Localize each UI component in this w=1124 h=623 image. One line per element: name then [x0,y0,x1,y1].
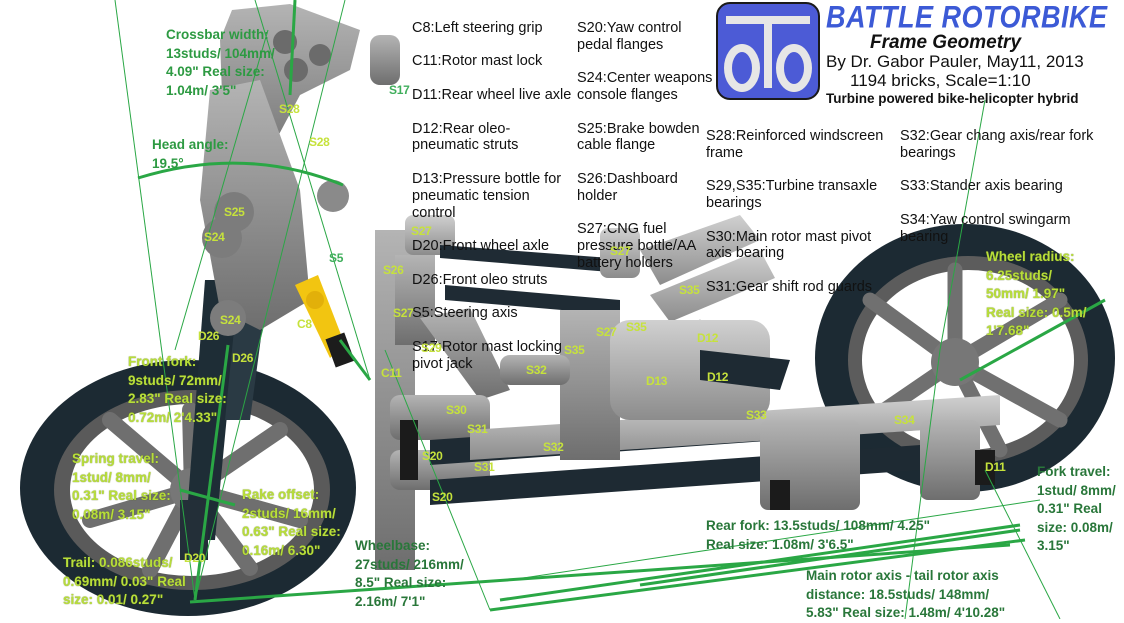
part-label-s25: S25 [224,205,245,219]
part-label-s28: S28 [309,135,330,149]
legend-item-s5: S5:Steering axis [412,305,518,322]
rotor-distance-annotation: Main rotor axis - tail rotor axis distan… [806,568,1006,620]
part-label-d26: D26 [198,329,220,343]
legend-item-d13: D13:Pressure bottle for pneumatic tensio… [412,170,562,221]
part-label-s27: S27 [596,325,617,339]
part-label-s35: S35 [564,343,585,357]
legend-item-s30: S30:Main rotor mast pivot axis bearing [706,228,872,262]
legend-item-s29-s35: S29,S35:Turbine transaxle bearings [706,178,878,211]
part-label-s26: S26 [383,263,404,277]
part-label-s24: S24 [220,313,241,327]
part-label-s33: S33 [746,408,767,422]
part-label-d13: D13 [646,374,668,388]
bricks-scale: 1194 bricks, Scale=1:10 [850,71,1031,90]
left-steering-grip [295,275,355,368]
legend-item-s28: S28:Reinforced windscreen frame [706,127,884,161]
part-label-s30: S30 [446,403,467,417]
legend-item-s32: S32:Gear chang axis/rear fork bearings [900,127,1094,161]
rear-fork-annotation: Rear fork: 13.5studs/ 108mm/ 4.25" Real … [706,518,931,552]
spring-travel-annotation: Spring travel: 1stud/ 8mm/ 0.31" Real si… [72,451,171,522]
front-fork-annotation: Front fork: 9studs/ 72mm/ 2.83" Real siz… [128,354,227,425]
legend-item-d11: D11:Rear wheel live axle [412,86,572,103]
rake-offset-annotation: Rake offset: 2studs/ 16mm/ 0.63" Real si… [242,487,341,558]
oto-logo-icon [716,2,820,100]
part-label-s5: S5 [329,251,344,265]
legend-item-d20: D20:Front wheel axle [412,238,550,255]
part-label-d12: D12 [707,370,729,384]
part-label-s28: S28 [279,102,300,116]
tagline: Turbine powered bike-helicopter hybrid [826,91,1079,106]
part-label-s34: S34 [894,413,915,427]
part-label-d20: D20 [184,551,206,565]
part-label-s35: S35 [679,283,700,297]
part-label-s35: S35 [626,320,647,334]
measurement-lines [114,0,1106,619]
part-label-c8: C8 [297,317,312,331]
trail-annotation: Trail: 0.086studs/ 0.69mm/ 0.03" Real si… [63,555,186,607]
legend-column-2: S20:Yaw control pedal flanges S24:Center… [577,3,712,289]
part-label-s27: S27 [411,224,432,238]
part-label-c11: C11 [381,366,402,380]
part-label-s27: S27 [393,306,414,320]
part-label-s31: S31 [474,460,495,474]
part-label-s29: S29 [421,341,442,355]
legend-item-s33: S33:Stander axis bearing [900,178,1063,195]
part-label-s31: S31 [467,422,488,436]
part-label-d26: D26 [232,351,254,365]
part-label-s24: S24 [204,230,225,244]
legend-item-s26: S26:Dashboard holder [577,170,678,204]
author-date: By Dr. Gabor Pauler, May11, 2013 [826,52,1084,71]
crossbar-width-annotation: Crossbar width: 13studs/ 104mm/ 4.09" Re… [166,27,275,98]
steering-head [200,4,400,336]
legend-item-s31: S31:Gear shift rod guards [706,278,873,295]
part-label-d11: D11 [985,460,1006,474]
legend-item-s24: S24:Center weapons console flanges [577,70,713,103]
part-label-s27: S27 [610,244,631,258]
legend-item-s34: S34:Yaw control swingarm bearing [900,211,1071,245]
part-label-s32: S32 [526,363,547,377]
legend-item-d26: D26:Front oleo struts [412,271,548,288]
part-label-s17: S17 [389,83,410,97]
diagram-title: BATTLE ROTORBIKE [826,0,1108,35]
head-angle-annotation: Head angle: 19.5° [152,137,229,171]
part-label-s20: S20 [422,449,443,463]
legend-item-s17: S17:Rotor mast locking pivot jack [412,338,562,372]
legend-item-d12: D12:Rear oleo- pneumatic struts [412,120,519,154]
legend-item-s25: S25:Brake bowden cable flange [577,120,700,154]
wheelbase-annotation: Wheelbase: 27studs/ 216mm/ 8.5" Real siz… [355,538,464,609]
part-label-s20: S20 [432,490,453,504]
part-label-d12: D12 [697,331,719,345]
part-label-s32: S32 [543,440,564,454]
main-frame [375,215,1000,570]
fork-travel-annotation: Fork travel: 1stud/ 8mm/ 0.31" Real size… [1037,464,1116,553]
legend-item-c11: C11:Rotor mast lock [412,53,543,70]
legend-item-s20: S20:Yaw control pedal flanges [577,19,682,53]
legend-item-s27: S27:CNG fuel pressure bottle/AA battery … [577,221,697,271]
legend-column-1: C8:Left steering grip C11:Rotor mast loc… [412,3,571,389]
legend-column-3: S28:Reinforced windscreen frame S29,S35:… [706,111,883,313]
diagram-subtitle: Frame Geometry [870,32,1022,53]
wheel-radius-annotation: Wheel radius: 6.25studs/ 50mm/ 1.97" Rea… [986,249,1087,338]
legend-column-4: S32:Gear chang axis/rear fork bearings S… [900,111,1093,262]
legend-item-c8: C8:Left steering grip [412,19,543,36]
